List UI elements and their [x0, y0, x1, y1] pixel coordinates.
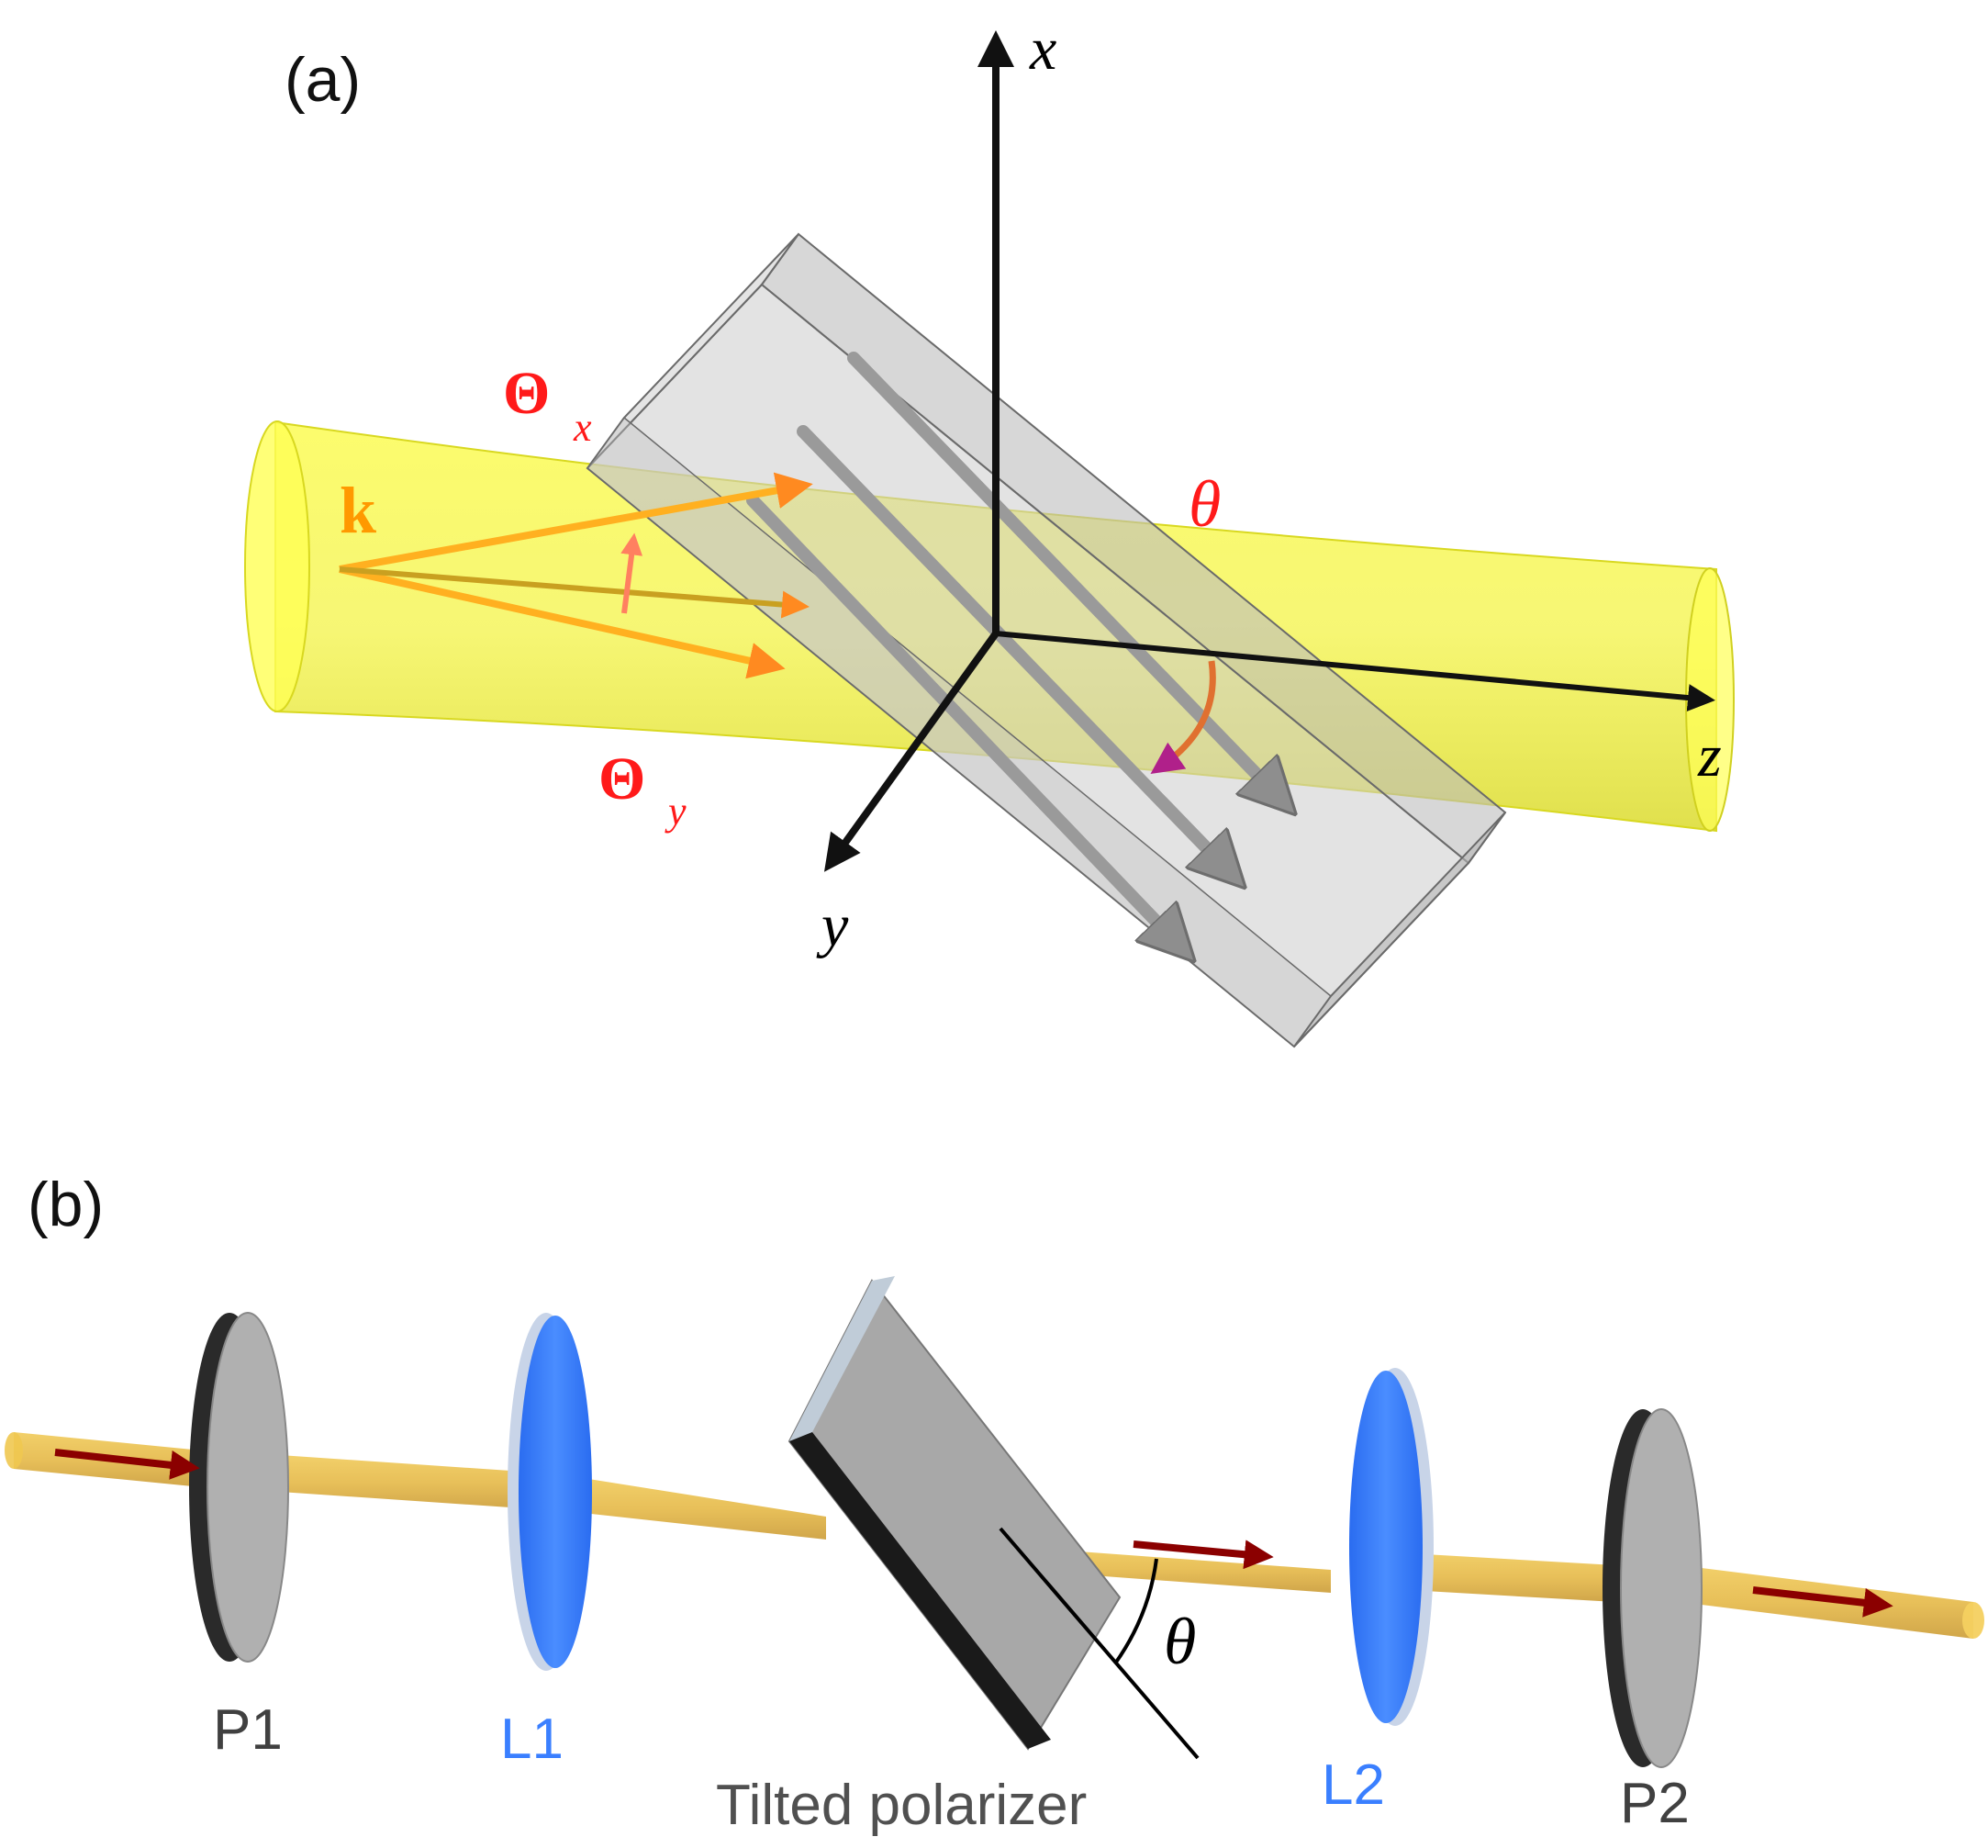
transmission-axis-arrows: [746, 352, 1280, 946]
p1-polarizer-disk: [189, 1312, 289, 1663]
theta-x-symbol: Θ: [503, 360, 550, 427]
z-axis-label: z: [1697, 722, 1722, 790]
theta-arc: [1113, 1558, 1158, 1665]
polarizer-label: Tilted polarizer: [716, 1774, 1087, 1837]
theta-label-a: θ: [1189, 467, 1221, 541]
theta-label-b: θ: [1164, 1605, 1196, 1678]
l1-lens: [508, 1313, 592, 1671]
propagation-arrows: [54, 1449, 1893, 1618]
gray-arrow-2: [797, 425, 1230, 872]
k-arrow-z: [339, 566, 810, 619]
panel-a-label: (a): [285, 45, 361, 115]
gray-arrow-3: [746, 494, 1179, 946]
y-axis-arrow: [823, 631, 1000, 872]
l1-label: L1: [500, 1708, 564, 1771]
x-axis-label: x: [1029, 16, 1056, 83]
axes: x z y: [816, 16, 1722, 959]
p2-label: P2: [1620, 1772, 1690, 1835]
tilted-polarizer-block: [787, 1276, 1122, 1751]
l2-label: L2: [1322, 1753, 1385, 1817]
tilt-angle-indicator: θ: [999, 1527, 1200, 1760]
red-arrow-3: [1752, 1586, 1893, 1618]
wavevector-construction: k Θ x Θ y θ: [339, 360, 1221, 834]
k-label: k: [340, 474, 376, 547]
p1-label: P1: [213, 1698, 283, 1762]
y-axis-label: y: [816, 892, 849, 959]
surface-normal-line: [999, 1527, 1200, 1760]
beam-entrance-face: [244, 420, 310, 712]
gray-arrow-1: [847, 352, 1280, 799]
k-arrow-y: [339, 566, 786, 679]
theta-y-symbol: Θ: [598, 745, 645, 812]
theta-y-subscript: y: [665, 789, 687, 834]
panel-b: (b): [5, 1170, 1984, 1837]
theta-x-indicator: [620, 532, 643, 614]
p2-polarizer-disk: [1603, 1408, 1703, 1768]
red-arrow-1: [54, 1449, 200, 1480]
red-arrow-2: [1133, 1540, 1274, 1570]
z-axis-arrow: [995, 631, 1715, 711]
theta-x-subscript: x: [573, 405, 592, 450]
k-arrow-x: [339, 472, 813, 573]
l2-lens: [1349, 1368, 1434, 1726]
panel-b-label: (b): [28, 1170, 104, 1239]
theta-rotation-arc: [1150, 660, 1216, 774]
panel-a: (a) x z y: [244, 16, 1735, 1048]
